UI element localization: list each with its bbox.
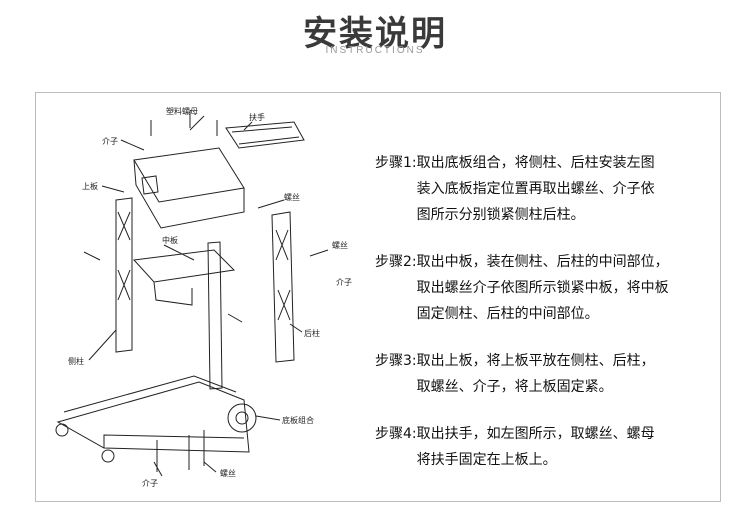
step-label: 步骤1: bbox=[375, 155, 417, 171]
content-frame bbox=[35, 92, 721, 502]
label-top-board: 上板 bbox=[82, 181, 98, 191]
step-line: 固定侧柱、后柱的中间部位。 bbox=[416, 306, 599, 322]
label-washer-bottom: 介子 bbox=[142, 479, 158, 488]
label-middle-board: 中板 bbox=[162, 235, 178, 245]
step-line: 图所示分别锁紧侧柱后柱。 bbox=[416, 207, 585, 223]
label-screw-far: 螺丝 bbox=[332, 240, 348, 250]
step-label: 步骤2: bbox=[375, 254, 417, 270]
label-washer-far: 介子 bbox=[336, 278, 352, 287]
wheel-front bbox=[101, 449, 115, 463]
label-washer-top: 介子 bbox=[102, 137, 118, 146]
step-line: 将扶手固定在上板上。 bbox=[416, 452, 557, 468]
side-post-part bbox=[115, 197, 133, 353]
label-screw-right: 螺丝 bbox=[284, 192, 300, 202]
step-line: 取出中板，装在侧柱、后柱的中间部位， bbox=[416, 254, 669, 270]
step-4: 步骤4: 取出扶手，如左图所示，取螺丝、螺母 将扶手固定在上板上。 bbox=[375, 421, 705, 473]
step-label: 步骤3: bbox=[375, 353, 417, 369]
label-rear-post: 后柱 bbox=[304, 328, 320, 338]
middle-board-part bbox=[132, 249, 236, 283]
label-screw-bottom: 螺丝 bbox=[220, 468, 236, 478]
wheel-large bbox=[227, 403, 257, 433]
rear-post-part bbox=[271, 211, 295, 363]
steps-list: 步骤1: 取出底板组合，将侧柱、后柱安装左图 装入底板指定位置再取出螺丝、介子依… bbox=[375, 150, 705, 494]
step-line: 取螺丝、介子，将上板固定紧。 bbox=[416, 379, 613, 395]
step-2: 步骤2: 取出中板，装在侧柱、后柱的中间部位， 取出螺丝介子依图所示锁紧中板，将… bbox=[375, 249, 705, 327]
label-base-assembly: 底板组合 bbox=[282, 415, 314, 425]
handle-part bbox=[225, 121, 305, 149]
step-line: 取出螺丝介子依图所示锁紧中板，将中板 bbox=[416, 280, 669, 296]
step-1: 步骤1: 取出底板组合，将侧柱、后柱安装左图 装入底板指定位置再取出螺丝、介子依… bbox=[375, 150, 705, 228]
step-label: 步骤4: bbox=[375, 426, 417, 442]
step-line: 取出底板组合，将侧柱、后柱安装左图 bbox=[416, 155, 655, 171]
top-board-part bbox=[133, 147, 245, 203]
page-title: 安装说明 bbox=[303, 14, 447, 54]
step-3: 步骤3: 取出上板，将上板平放在侧柱、后柱， 取螺丝、介子，将上板固定紧。 bbox=[375, 348, 705, 400]
label-side-post: 侧柱 bbox=[68, 356, 84, 366]
wheel-left bbox=[55, 423, 69, 437]
page-subtitle: INSTRUCTIONS bbox=[325, 45, 425, 56]
step-line: 取出上板，将上板平放在侧柱、后柱， bbox=[416, 353, 655, 369]
middle-post-part bbox=[207, 241, 223, 390]
assembly-diagram: 塑料螺母 扶手 介子 上板 螺丝 中板 螺丝 介子 后柱 侧柱 底板组合 介子 … bbox=[55, 106, 352, 488]
label-handle: 扶手 bbox=[249, 112, 265, 122]
label-nut: 塑料螺母 bbox=[166, 106, 198, 116]
step-line: 取出扶手，如左图所示，取螺丝、螺母 bbox=[416, 426, 655, 442]
base-part bbox=[56, 381, 250, 453]
step-line: 装入底板指定位置再取出螺丝、介子依 bbox=[416, 181, 655, 197]
